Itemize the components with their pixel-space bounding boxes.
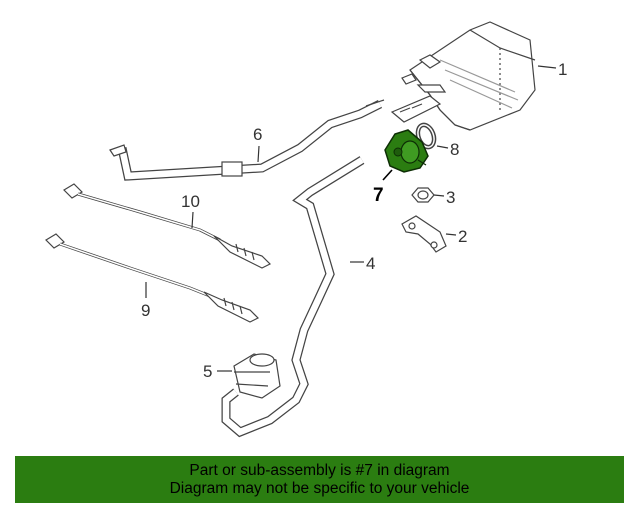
callout-9: 9: [141, 301, 150, 320]
callout-3: 3: [446, 188, 455, 207]
diagram-note-banner: Part or sub-assembly is #7 in diagram Di…: [15, 456, 624, 503]
part-10-oxygen-sensor[interactable]: [63, 183, 272, 269]
parts-diagram: 1 8 3 2 4 5 6 10 9 7: [45, 21, 567, 438]
banner-line-disclaimer: Diagram may not be specific to your vehi…: [169, 479, 470, 497]
callout-7: 7: [373, 185, 384, 206]
part-9-oxygen-sensor[interactable]: [45, 233, 260, 323]
part-2-bracket[interactable]: [401, 215, 447, 253]
callout-2: 2: [458, 227, 467, 246]
part-5-filter[interactable]: [233, 353, 281, 399]
part-7-leak-detection-pump[interactable]: [384, 129, 429, 173]
part-3-nut[interactable]: [411, 187, 435, 203]
canister-bracket: [390, 95, 442, 123]
part-1-canister[interactable]: [401, 21, 536, 131]
leader-lines: [145, 65, 557, 372]
callout-4: 4: [366, 254, 375, 273]
callout-6: 6: [253, 125, 262, 144]
part-6-vent-hose[interactable]: [109, 99, 385, 181]
callout-5: 5: [203, 362, 212, 381]
banner-line-part: Part or sub-assembly is #7 in diagram: [189, 461, 450, 479]
callout-10: 10: [181, 192, 200, 211]
callout-8: 8: [450, 140, 459, 159]
callout-1: 1: [558, 60, 567, 79]
part-4-hose[interactable]: [221, 156, 365, 438]
